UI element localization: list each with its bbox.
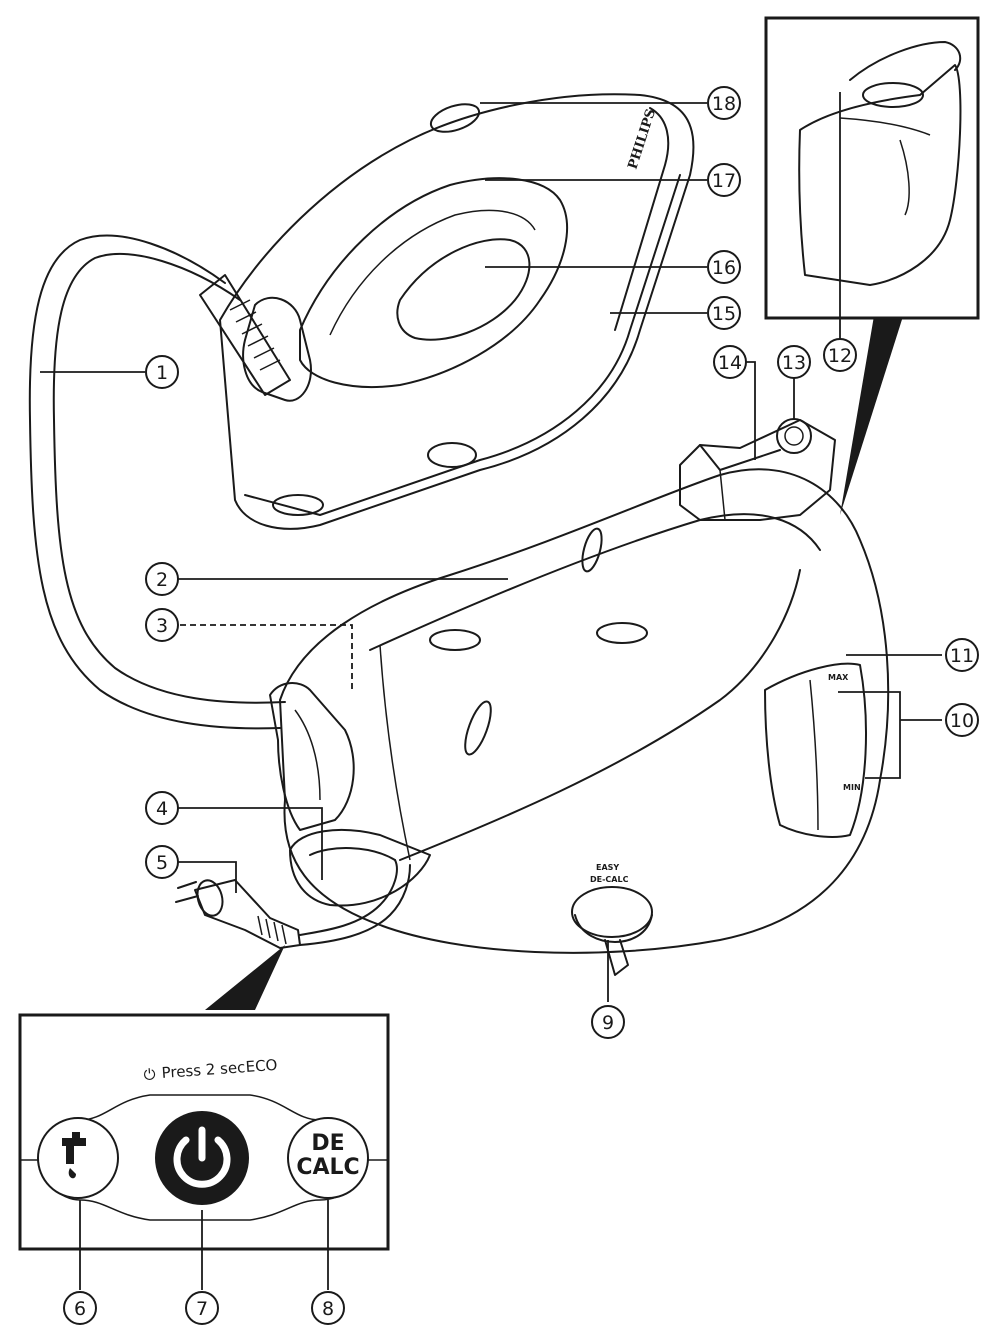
callout-8: 8 bbox=[311, 1291, 345, 1325]
power-cord bbox=[175, 859, 411, 949]
callout-circle bbox=[713, 345, 747, 379]
water-tap-icon bbox=[62, 1132, 86, 1179]
callout-circle bbox=[945, 703, 979, 737]
press-hint: Press 2 sec bbox=[161, 1058, 246, 1082]
callout-number: 9 bbox=[602, 1012, 614, 1034]
callout-14: 14 bbox=[713, 345, 747, 379]
callout-circle bbox=[145, 355, 179, 389]
callout-number: 8 bbox=[322, 1298, 334, 1320]
inset-control-panel: ⏻ Press 2 sec ECO DE CALC bbox=[18, 1013, 390, 1251]
decalc-label: DE-CALC bbox=[590, 875, 629, 884]
callout-number: 4 bbox=[156, 798, 168, 820]
callout-number: 16 bbox=[712, 257, 736, 279]
callout-number: 17 bbox=[712, 170, 736, 192]
max-label: MAX bbox=[828, 673, 849, 682]
callout-number: 10 bbox=[950, 710, 974, 732]
decalc-button[interactable]: DE CALC bbox=[287, 1117, 369, 1199]
callout-number: 11 bbox=[950, 645, 974, 667]
power-symbol: ⏻ bbox=[143, 1065, 156, 1084]
callout-1: 1 bbox=[145, 355, 179, 389]
callout-number: 5 bbox=[156, 852, 168, 874]
leader-lines bbox=[40, 92, 942, 1290]
callout-9: 9 bbox=[591, 1005, 625, 1039]
callout-11: 11 bbox=[945, 638, 979, 672]
callout-2: 2 bbox=[145, 562, 179, 596]
callout-circle bbox=[945, 638, 979, 672]
iron: PHILIPS bbox=[199, 93, 695, 530]
callout-number: 14 bbox=[718, 352, 742, 374]
inset-lock-detail bbox=[764, 16, 980, 320]
callout-10: 10 bbox=[945, 703, 979, 737]
callout-number: 2 bbox=[156, 569, 168, 591]
callout-circle bbox=[823, 338, 857, 372]
power-icon bbox=[173, 1126, 231, 1188]
callout-circle bbox=[185, 1291, 219, 1325]
callout-number: 15 bbox=[712, 303, 736, 325]
callout-circle bbox=[707, 250, 741, 284]
decalc-line1: DE bbox=[311, 1131, 344, 1156]
eco-label: ECO bbox=[245, 1056, 278, 1076]
easy-label: EASY bbox=[596, 863, 619, 872]
brand-label: PHILIPS bbox=[626, 107, 660, 171]
callout-12: 12 bbox=[823, 338, 857, 372]
callout-circle bbox=[63, 1291, 97, 1325]
callout-5: 5 bbox=[145, 845, 179, 879]
callout-circle bbox=[145, 562, 179, 596]
callout-number: 1 bbox=[156, 362, 168, 384]
callout-circle bbox=[707, 86, 741, 120]
callout-circle bbox=[591, 1005, 625, 1039]
callout-6: 6 bbox=[63, 1291, 97, 1325]
callout-number: 13 bbox=[782, 352, 806, 374]
callout-number: 12 bbox=[828, 345, 852, 367]
refill-button[interactable] bbox=[37, 1117, 119, 1199]
callout-16: 16 bbox=[707, 250, 741, 284]
callout-circle bbox=[145, 791, 179, 825]
callout-7: 7 bbox=[185, 1291, 219, 1325]
callout-circle bbox=[707, 163, 741, 197]
min-label: MIN bbox=[843, 783, 861, 792]
callout-circle bbox=[311, 1291, 345, 1325]
callout-15: 15 bbox=[707, 296, 741, 330]
callout-number: 18 bbox=[712, 93, 736, 115]
callout-number: 7 bbox=[196, 1298, 208, 1320]
base-station: MAX MIN EASY DE-CALC bbox=[269, 418, 890, 976]
callout-number: 3 bbox=[156, 615, 168, 637]
callout-3: 3 bbox=[145, 608, 179, 642]
callout-circle bbox=[145, 608, 179, 642]
callout-18: 18 bbox=[707, 86, 741, 120]
callout-circle bbox=[777, 345, 811, 379]
callout-4: 4 bbox=[145, 791, 179, 825]
supply-hose bbox=[28, 234, 286, 730]
callout-circle bbox=[707, 296, 741, 330]
zoom-connectors bbox=[205, 310, 905, 1010]
callout-number: 6 bbox=[74, 1298, 86, 1320]
callout-17: 17 bbox=[707, 163, 741, 197]
power-button[interactable] bbox=[155, 1111, 249, 1205]
callout-circle bbox=[145, 845, 179, 879]
decalc-line2: CALC bbox=[296, 1155, 359, 1180]
callout-13: 13 bbox=[777, 345, 811, 379]
